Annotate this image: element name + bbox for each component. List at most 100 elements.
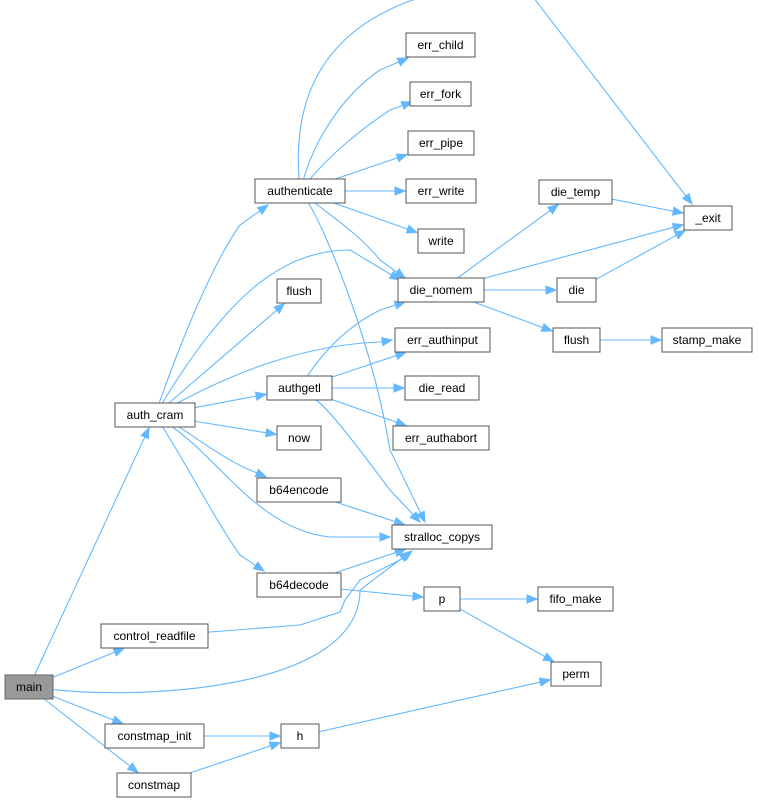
edge-auth-cram-to-stralloc-copys xyxy=(172,426,390,538)
node-auth-cram[interactable]: auth_cram xyxy=(114,402,196,428)
node-box xyxy=(4,674,54,700)
edge-auth-cram-to-stralloc-copys-arrowhead xyxy=(379,532,392,542)
node-label: stralloc_copys xyxy=(404,530,480,544)
edge-authenticate-to-err-child-arrowhead xyxy=(396,57,410,67)
node-box xyxy=(423,586,461,612)
edge-auth-cram-to-err-authinput-arrowhead xyxy=(380,337,394,347)
edge-die-nomem-to--exit xyxy=(483,226,675,279)
edge-main-to-stralloc-copys xyxy=(52,551,411,694)
node-err-pipe[interactable]: err_pipe xyxy=(407,130,475,156)
edge-constmap-init-to-h-arrowhead xyxy=(269,731,282,741)
node-box xyxy=(256,572,342,598)
node-p[interactable]: p xyxy=(423,586,461,612)
edge-auth-cram-to-now xyxy=(194,420,268,434)
node-label: constmap xyxy=(128,778,180,792)
edge-auth-cram-to-b64encode-arrowhead xyxy=(254,468,268,478)
node-box xyxy=(256,477,342,503)
node-err-child[interactable]: err_child xyxy=(405,32,476,58)
node-main[interactable]: main xyxy=(4,674,54,700)
node-fifo-make[interactable]: fifo_make xyxy=(537,586,614,612)
node-label: b64decode xyxy=(269,578,329,592)
node-err-authinput[interactable]: err_authinput xyxy=(394,327,491,353)
edge-authgetl-to-die-read-arrowhead xyxy=(393,383,406,393)
node-die-nomem[interactable]: die_nomem xyxy=(397,277,485,303)
edge-authenticate-to-stralloc-copys-arrowhead xyxy=(416,510,426,524)
node-flush2[interactable]: flush xyxy=(552,327,601,353)
node-authenticate[interactable]: authenticate xyxy=(254,178,346,204)
node-label: _exit xyxy=(694,211,721,225)
node-label: die_nomem xyxy=(410,283,473,297)
edge-auth-cram-to-b64decode-arrowhead xyxy=(252,561,266,572)
node-box xyxy=(407,130,475,156)
node-label: authenticate xyxy=(267,184,333,198)
node-box xyxy=(100,623,209,649)
edge-authenticate-to-err-fork xyxy=(309,101,413,180)
node--exit[interactable]: _exit xyxy=(683,205,733,231)
edge-authenticate-to-write-arrowhead xyxy=(405,224,419,234)
node-authgetl[interactable]: authgetl xyxy=(266,375,333,401)
edge-authenticate-to-err-fork-arrowhead xyxy=(400,101,414,111)
node-label: fifo_make xyxy=(549,592,601,606)
node-box xyxy=(394,327,491,353)
edge-authenticate-to-err-write-arrowhead xyxy=(394,186,407,196)
edge-auth-cram-to-flush1 xyxy=(168,309,278,404)
node-b64decode[interactable]: b64decode xyxy=(256,572,342,598)
node-box xyxy=(254,178,346,204)
node-constmap[interactable]: constmap xyxy=(116,772,192,798)
node-constmap-init[interactable]: constmap_init xyxy=(104,723,205,749)
edge-die-nomem-to-flush2-arrowhead xyxy=(540,322,554,332)
edge-authenticate-to--exit-arrowhead xyxy=(681,192,693,206)
edge-die-to--exit xyxy=(595,234,678,280)
edge-auth-cram-to-authgetl-arrowhead xyxy=(254,391,268,401)
call-graph-nodes: main auth_cram control_readfile constmap_in… xyxy=(4,32,753,798)
node-label: err_child xyxy=(417,38,463,52)
node-h[interactable]: h xyxy=(280,723,320,749)
node-write[interactable]: write xyxy=(417,228,465,254)
edge-authenticate-to--exit xyxy=(297,0,693,205)
edge-control-readfile-to-stralloc-copys-arrowhead xyxy=(400,550,414,562)
node-err-write[interactable]: err_write xyxy=(405,178,477,204)
node-label: constmap_init xyxy=(117,729,192,743)
edge-b64encode-to-stralloc-copys-arrowhead xyxy=(393,516,406,526)
node-box xyxy=(661,327,753,353)
edge-auth-cram-to-authenticate-arrowhead xyxy=(256,204,270,215)
node-label: control_readfile xyxy=(113,629,195,643)
node-die[interactable]: die xyxy=(556,277,597,303)
node-stralloc-copys[interactable]: stralloc_copys xyxy=(391,524,493,550)
node-box xyxy=(280,723,320,749)
node-err-authabort[interactable]: err_authabort xyxy=(392,425,490,451)
node-label: err_write xyxy=(418,184,465,198)
edge-die-temp-to--exit-arrowhead xyxy=(671,206,685,216)
node-box xyxy=(266,375,333,401)
node-box xyxy=(550,661,602,687)
node-box xyxy=(104,723,205,749)
node-box xyxy=(409,81,472,107)
edge-p-to-perm xyxy=(459,608,547,658)
node-label: perm xyxy=(562,667,589,681)
edge-main-to-auth-cram-arrowhead xyxy=(140,426,150,440)
node-label: die xyxy=(568,283,584,297)
node-err-fork[interactable]: err_fork xyxy=(409,81,472,107)
node-box xyxy=(417,228,465,254)
edge-authenticate-to-die-nomem xyxy=(314,202,406,279)
node-label: h xyxy=(297,729,304,743)
edge-die-nomem-to-die-temp-arrowhead xyxy=(546,203,560,215)
node-stamp-make[interactable]: stamp_make xyxy=(661,327,753,353)
edge-main-to-control-readfile-arrowhead xyxy=(112,647,126,657)
node-perm[interactable]: perm xyxy=(550,661,602,687)
edge-control-readfile-to-stralloc-copys xyxy=(207,550,413,633)
node-box xyxy=(391,524,493,550)
edge-auth-cram-to-b64decode xyxy=(162,426,265,572)
node-b64encode[interactable]: b64encode xyxy=(256,477,342,503)
node-label: die_read xyxy=(419,381,466,395)
node-flush1[interactable]: flush xyxy=(276,278,322,304)
node-control-readfile[interactable]: control_readfile xyxy=(100,623,209,649)
node-label: err_fork xyxy=(420,87,462,101)
edge-b64decode-to-p xyxy=(340,588,415,597)
edge-main-to-auth-cram xyxy=(34,435,146,676)
edge-authgetl-to-err-authinput xyxy=(331,354,398,378)
node-die-read[interactable]: die_read xyxy=(404,375,480,401)
node-die-temp[interactable]: die_temp xyxy=(538,179,613,205)
node-now[interactable]: now xyxy=(276,425,322,451)
edge-die-nomem-to-die-temp xyxy=(457,209,552,279)
